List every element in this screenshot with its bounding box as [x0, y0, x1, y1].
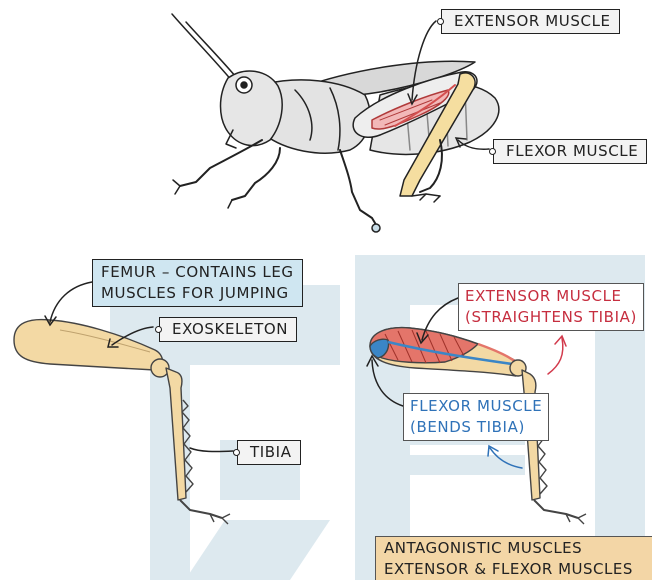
label-extensor-line-1: EXTENSOR MUSCLE — [465, 286, 637, 307]
label-flexor-line-1: FLEXOR MUSCLE — [410, 396, 542, 417]
label-flexor-muscle: FLEXOR MUSCLE (BENDS TIBIA) — [403, 393, 549, 441]
label-tibia: TIBIA — [237, 440, 301, 465]
caption-line-1: ANTAGONISTIC MUSCLES — [384, 538, 644, 559]
label-femur: FEMUR – CONTAINS LEG MUSCLES FOR JUMPING — [92, 259, 303, 307]
label-femur-line-1: FEMUR – CONTAINS LEG — [101, 262, 294, 283]
label-exoskeleton: EXOSKELETON — [159, 317, 297, 342]
label-extensor-muscle: EXTENSOR MUSCLE (STRAIGHTENS TIBIA) — [458, 283, 644, 331]
caption-antagonistic-muscles: ANTAGONISTIC MUSCLES EXTENSOR & FLEXOR M… — [375, 536, 652, 580]
label-femur-line-2: MUSCLES FOR JUMPING — [101, 283, 294, 304]
label-flexor-muscle-top: FLEXOR MUSCLE — [493, 139, 647, 164]
label-extensor-muscle-top: EXTENSOR MUSCLE — [441, 9, 620, 34]
label-flexor-line-2: (BENDS TIBIA) — [410, 417, 542, 438]
label-extensor-line-2: (STRAIGHTENS TIBIA) — [465, 307, 637, 328]
caption-line-2: EXTENSOR & FLEXOR MUSCLES — [384, 559, 644, 580]
